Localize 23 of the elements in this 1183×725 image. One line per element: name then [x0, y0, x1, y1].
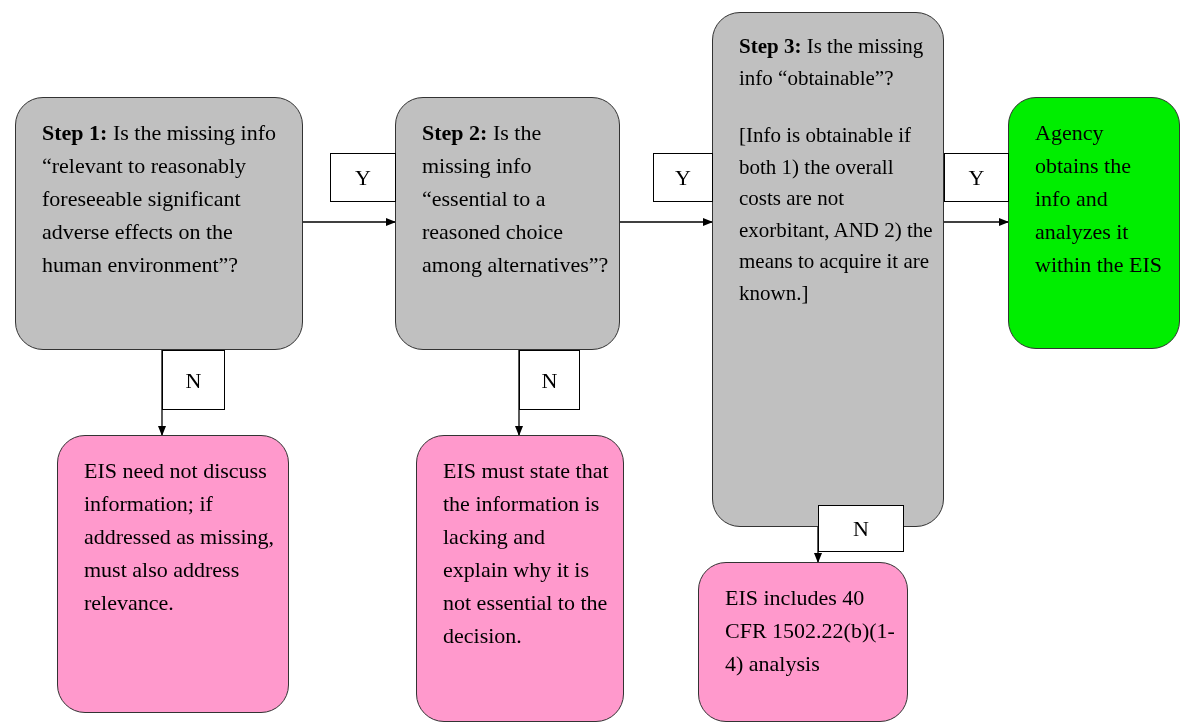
edge-label: Y: [330, 153, 396, 202]
node-text: [Info is obtainable if both 1) the overall costs are not exorbitant, AND 2) the means to acquire it are known.]: [739, 122, 933, 307]
node-text: Step 3: Is the missing info “obtainable”?: [739, 33, 925, 92]
arrow: [619, 218, 713, 226]
arrow: [943, 218, 1009, 226]
node-text: Step 1: Is the missing info “relevant to reasonably foreseeable significant adverse effects on the human environment”?: [42, 119, 278, 279]
node-text: EIS must state that the information is lacking and explain why it is not essential to the decision.: [443, 457, 610, 650]
node-text: EIS need not discuss information; if addressed as missing, must also address relevance.: [84, 457, 276, 617]
edge-label: Y: [944, 153, 1009, 202]
outcome-box: [1008, 97, 1180, 349]
edge-label: N: [818, 505, 904, 552]
outcome-box: [57, 435, 289, 713]
node-text: Step 2: Is the missing info “essential to a reasoned choice among alternatives”?: [422, 119, 609, 279]
decision-box: [395, 97, 620, 350]
edge-label: N: [519, 350, 580, 410]
outcome-box: [698, 562, 908, 722]
node-text: Agency obtains the info and analyzes it within the EIS: [1035, 119, 1164, 279]
decision-box: [15, 97, 303, 350]
arrow: [302, 218, 396, 226]
edge-label: Y: [653, 153, 713, 202]
node-text: EIS includes 40 CFR 1502.22(b)(1-4) analysis: [725, 584, 896, 678]
outcome-box: [416, 435, 624, 722]
edge-label: N: [162, 350, 225, 410]
